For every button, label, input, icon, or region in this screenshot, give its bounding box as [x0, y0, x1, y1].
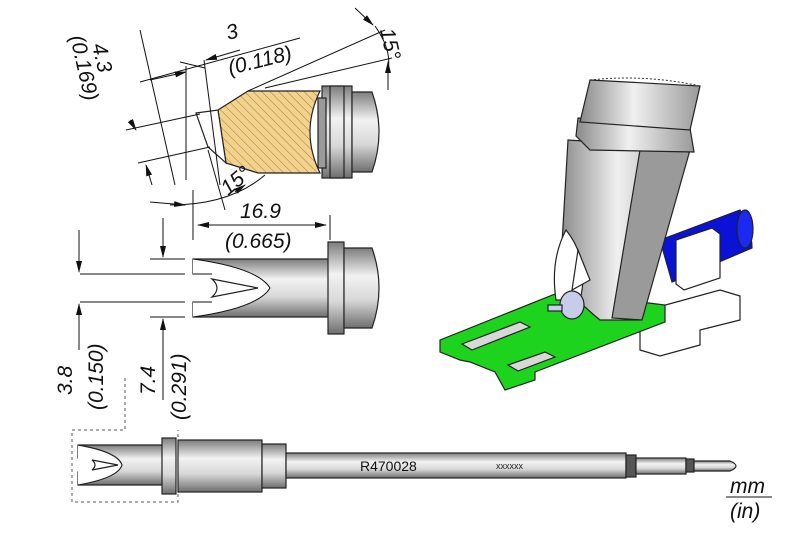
upper-cylinder [579, 79, 701, 131]
bevel-section-view [125, 7, 393, 211]
cartridge-shaft [285, 452, 627, 479]
isometric-illustration [439, 77, 754, 391]
shaft-end [351, 91, 380, 173]
dim-slot-width-mm: 3.8 [54, 365, 77, 395]
dim-tip-length-mm: 16.9 [240, 200, 281, 223]
collar [327, 241, 345, 335]
part-number: R470028 [360, 458, 417, 474]
collar [161, 437, 177, 495]
dim-tip-length-in: (0.665) [225, 230, 292, 253]
dim-outer-width-mm: 7.4 [137, 366, 160, 395]
serial-placeholder: xxxxxx [496, 461, 524, 471]
side-view [76, 190, 380, 400]
unit-secondary: (in) [730, 500, 760, 523]
hatched-section [217, 90, 321, 174]
unit-primary: mm [730, 475, 765, 498]
tip-end [693, 460, 737, 472]
dim-outer-width-in: (0.291) [168, 353, 191, 420]
dim-slot-width-in: (0.150) [85, 343, 108, 410]
full-cartridge-view [71, 378, 737, 503]
dim-bevel-length-mm: 3 [224, 20, 241, 45]
dim-top-angle: 15° [375, 26, 405, 62]
dim-bevel-length-in: (0.118) [226, 42, 295, 80]
